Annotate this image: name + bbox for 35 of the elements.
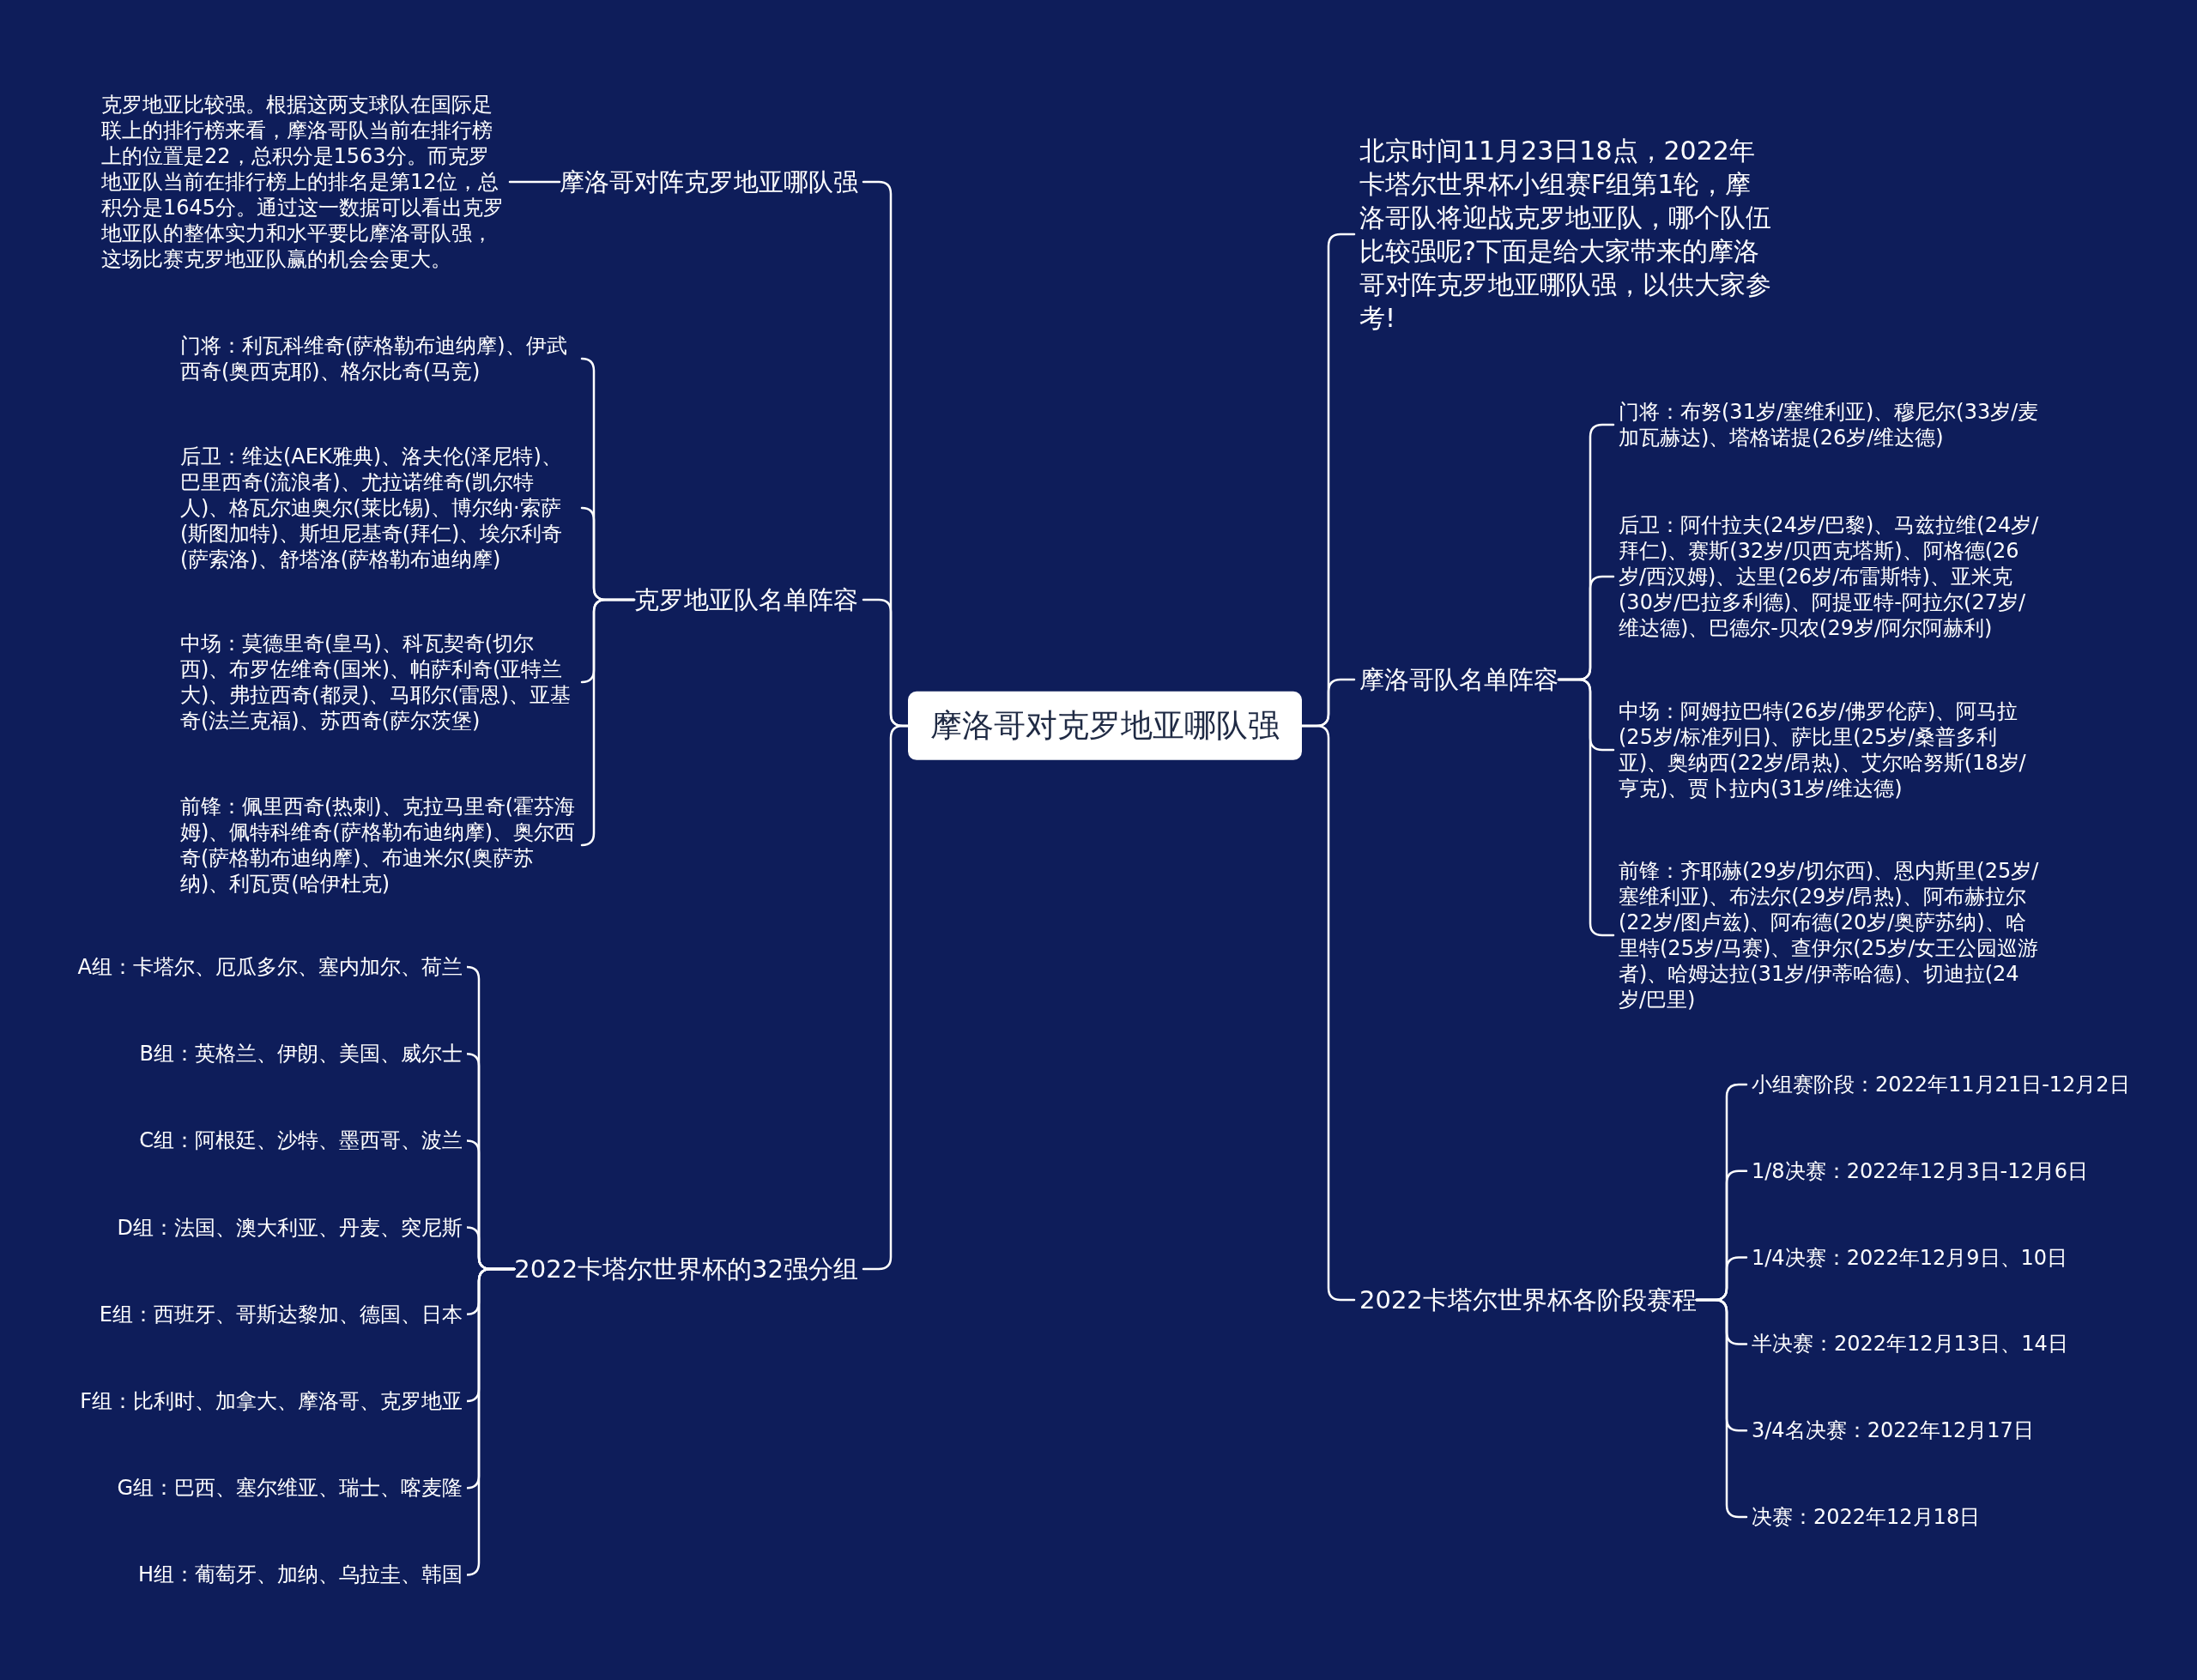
topic-text: 中场：莫德里奇(皇马)、科瓦契奇(切尔西)、布罗佐维奇(国米)、帕萨利奇(亚特兰大)、弗拉西奇(都灵)、马耶尔(雷恩)、亚基奇(法兰克福)、苏西奇(萨尔茨堡)	[180, 631, 577, 734]
branch-line	[862, 724, 910, 1271]
topic-text: 1/4决赛：2022年12月9日、10日	[1752, 1244, 2068, 1271]
topic-text: 后卫：阿什拉夫(24岁/巴黎)、马兹拉维(24岁/拜仁)、赛斯(32岁/贝西克塔斯)、阿格德(26岁/西汉姆)、达里(26岁/布雷斯特)、亚米克(30岁/巴拉多利德)、阿提亚特-阿拉尔(27岁/维达德)、巴德尔-贝农(29岁/阿尔阿赫利)	[1619, 512, 2039, 641]
topic-text: 小组赛阶段：2022年11月21日-12月2日	[1752, 1072, 2130, 1097]
topic-text: D组：法国、澳大利亚、丹麦、突尼斯	[117, 1214, 463, 1241]
topic-text: G组：巴西、塞尔维亚、瑞士、喀麦隆	[117, 1475, 463, 1502]
branch-topic: 克罗地亚队名单阵容	[634, 583, 858, 616]
topic-text: F组：比利时、加拿大、摩洛哥、克罗地亚	[80, 1388, 463, 1414]
topic-text: 前锋：佩里西奇(热刺)、克拉马里奇(霍芬海姆)、佩特科维奇(萨格勒布迪纳摩)、奥尔西奇(萨格勒布迪纳摩)、布迪米尔(奥萨苏纳)、利瓦贾(哈伊杜克)	[180, 794, 577, 897]
topic-text: 门将：布努(31岁/塞维利亚)、穆尼尔(33岁/麦加瓦赫达)、塔格诺提(26岁/维达德)	[1619, 399, 2039, 450]
topic-text: 3/4名决赛：2022年12月17日	[1752, 1417, 2034, 1444]
topic-text: 克罗地亚比较强。根据这两支球队在国际足联上的排行榜来看，摩洛哥队当前在排行榜上的位置是22，总积分是1563分。而克罗地亚队当前在排行榜上的排名是第12位，总积分是1645分。通过这一数据可以看出克罗地亚队的整体实力和水平要比摩洛哥队强，这场比赛克罗地亚队赢的机会会更大。	[101, 92, 505, 272]
branch-topic: 2022卡塔尔世界杯的32强分组	[514, 1253, 858, 1285]
branch-line	[580, 598, 636, 847]
topic-text: 后卫：维达(AEK雅典)、洛夫伦(泽尼特)、巴里西奇(流浪者)、尤拉诺维奇(凯尔特人)、格瓦尔迪奥尔(莱比锡)、博尔纳·索萨(斯图加特)、斯坦尼基奇(拜仁)、埃尔利奇(萨索洛)、舒塔洛(萨格勒布迪纳摩)	[180, 444, 577, 572]
branch-line	[465, 1267, 516, 1576]
topic-text: C组：阿根廷、沙特、墨西哥、波兰	[139, 1127, 463, 1154]
branch-line	[1300, 724, 1356, 1302]
topic-text: H组：葡萄牙、加纳、乌拉圭、韩国	[137, 1562, 463, 1588]
central-topic-box: 摩洛哥对克罗地亚哪队强	[908, 691, 1302, 761]
topic-text: E组：西班牙、哥斯达黎加、德国、日本	[99, 1301, 463, 1327]
topic-text: 半决赛：2022年12月13日、14日	[1752, 1331, 2068, 1357]
topic-text: 决赛：2022年12月18日	[1752, 1504, 1981, 1530]
topic-text: A组：卡塔尔、厄瓜多尔、塞内加尔、荷兰	[77, 954, 463, 980]
branch-topic: 摩洛哥队名单阵容	[1359, 663, 1558, 696]
branch-topic: 摩洛哥对阵克罗地亚哪队强	[560, 166, 858, 198]
topic-text: 门将：利瓦科维奇(萨格勒布迪纳摩)、伊武西奇(奥西克耶)、格尔比奇(马竞)	[180, 333, 577, 384]
topic-text: 1/8决赛：2022年12月3日-12月6日	[1752, 1157, 2088, 1184]
topic-text: B组：英格兰、伊朗、美国、威尔士	[139, 1041, 463, 1067]
branch-topic: 2022卡塔尔世界杯各阶段赛程	[1359, 1284, 1697, 1316]
branch-line	[508, 180, 561, 184]
topic-text: 中场：阿姆拉巴特(26岁/佛罗伦萨)、阿马拉(25岁/标准列日)、萨比里(25岁/桑普多利亚)、奥纳西(22岁/昂热)、艾尔哈努斯(18岁/亨克)、贾卜拉内(31岁/维达德)	[1619, 698, 2039, 801]
topic-text: 前锋：齐耶赫(29岁/切尔西)、恩内斯里(25岁/塞维利亚)、布法尔(29岁/昂热)、阿布赫拉尔(22岁/图卢兹)、阿布德(20岁/奥萨苏纳)、哈里特(25岁/马赛)、查伊尔(25岁/女王公园巡游者)、哈姆达拉(31岁/伊蒂哈德)、切迪拉(24岁/巴里)	[1619, 858, 2039, 1012]
intro-text: 北京时间11月23日18点，2022年卡塔尔世界杯小组赛F组第1轮，摩洛哥队将迎战克罗地亚队，哪个队伍比较强呢?下面是给大家带来的摩洛哥对阵克罗地亚哪队强，以供大家参考!	[1359, 134, 1771, 335]
